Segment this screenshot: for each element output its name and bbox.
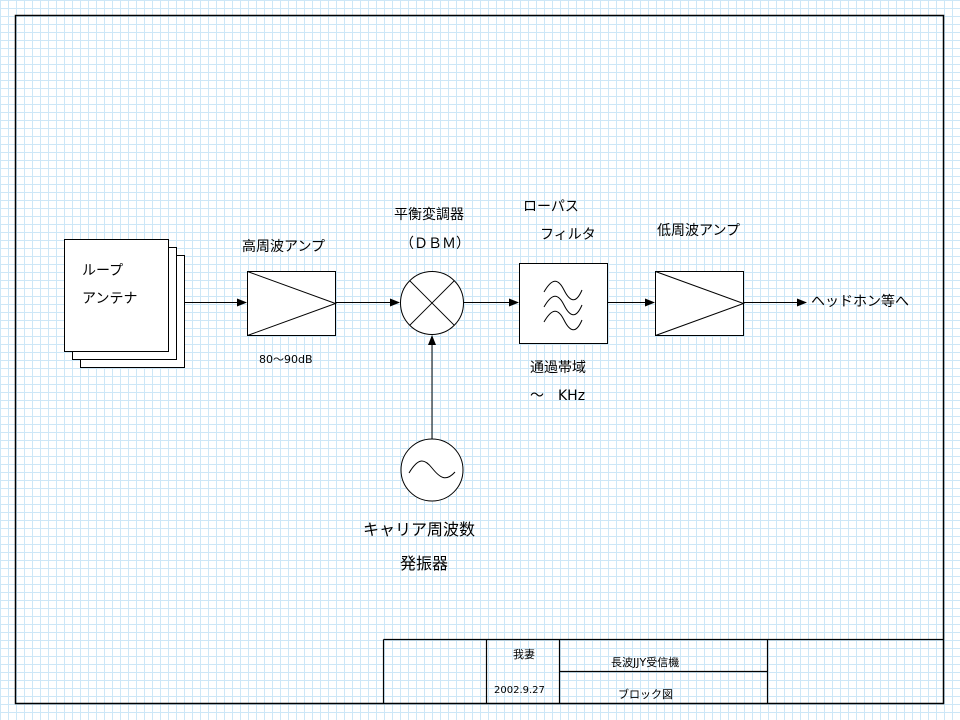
low-pass-filter-icon [519, 263, 608, 344]
title-block-date: 2002.9.27 [494, 685, 545, 696]
lpf-band-label: 通過帯域 [530, 360, 586, 376]
output-label: ヘッドホン等へ [811, 294, 909, 310]
lpf-label-line1: ローパス [523, 199, 579, 215]
af-amplifier-icon [655, 271, 745, 336]
mixer-sub-label: （ＤＢＭ） [400, 236, 470, 252]
lpf-band-value: 〜 KHz [530, 388, 586, 404]
antenna-label-line1: ループ [82, 263, 124, 279]
drawing-frame [14, 14, 945, 705]
antenna-label-line2: アンテナ [82, 291, 138, 307]
af-amp-label: 低周波アンプ [657, 223, 741, 239]
title-block-title: 長波JJY受信機 [611, 656, 680, 669]
title-block-author: 我妻 [513, 648, 535, 661]
oscillator-label-line2: 発振器 [400, 554, 449, 573]
antenna-icon [64, 239, 185, 368]
mixer-label: 平衡変調器 [394, 207, 464, 223]
title-block [382, 638, 944, 704]
title-block-subtitle: ブロック図 [618, 688, 673, 701]
mixer-icon [400, 271, 464, 335]
rf-amp-label: 高周波アンプ [242, 239, 326, 255]
oscillator-icon [400, 438, 464, 502]
lpf-label-line2: フィルタ [540, 227, 596, 243]
rf-amplifier-icon [247, 271, 337, 336]
rf-amp-gain: 80〜90dB [259, 353, 313, 366]
oscillator-label-line1: キャリア周波数 [363, 520, 476, 539]
